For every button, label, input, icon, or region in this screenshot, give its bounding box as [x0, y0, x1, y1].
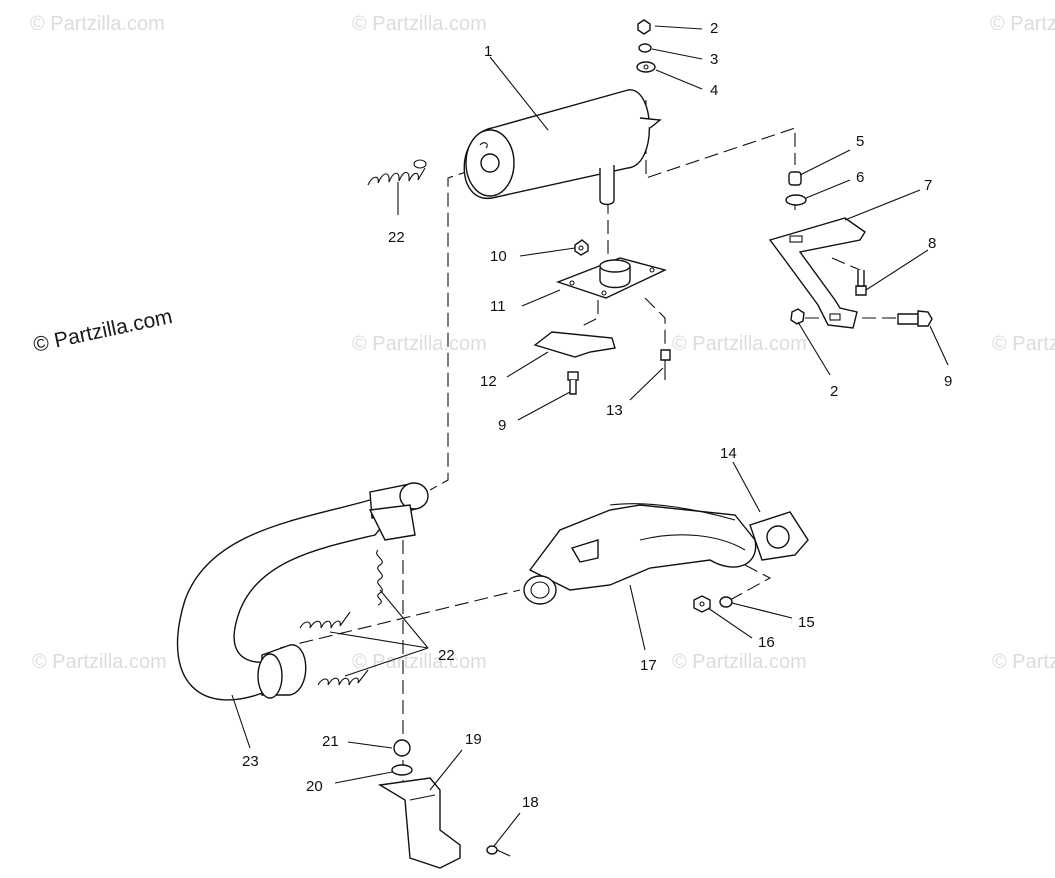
spring-22-upper — [299, 611, 351, 629]
callout-12: 12 — [480, 373, 497, 390]
callout-10: 10 — [490, 248, 507, 265]
callout-18: 18 — [522, 794, 539, 811]
callout-8: 8 — [928, 235, 936, 252]
callout-1: 1 — [484, 43, 492, 60]
watermark: © Partzilla.com — [992, 651, 1055, 673]
expansion-chamber — [176, 482, 429, 701]
callout-4: 4 — [710, 82, 718, 99]
gasket-14 — [749, 511, 809, 561]
watermark: © Partzilla.com — [352, 13, 487, 35]
callout-9: 9 — [944, 373, 952, 390]
watermark: © Partzilla.com — [352, 333, 487, 355]
assembly-lines — [279, 100, 898, 790]
callout-22: 22 — [438, 647, 455, 664]
callout-20: 20 — [306, 778, 323, 795]
bolt-9-right — [897, 310, 933, 327]
bracket-plate — [533, 331, 616, 358]
stud-13 — [660, 349, 671, 380]
spring-22-vertical — [376, 549, 383, 606]
watermark: © Partzilla.com — [992, 333, 1055, 355]
callout-17: 17 — [640, 657, 657, 674]
callout-16: 16 — [758, 634, 775, 651]
callout-2: 2 — [710, 20, 718, 37]
grommet-21 — [393, 739, 411, 757]
callout-21: 21 — [322, 733, 339, 750]
callouts: 1 2 3 4 5 6 7 8 2 9 10 11 12 13 9 22 14 … — [242, 20, 952, 811]
leader-lines — [231, 25, 949, 847]
pin-18 — [486, 845, 511, 857]
watermark: © Partzilla.com — [352, 651, 487, 673]
nut-2-right — [790, 308, 805, 325]
mount-plate — [555, 257, 668, 299]
watermark: © Partzilla.com — [32, 651, 167, 673]
callout-14: 14 — [720, 445, 737, 462]
callout-9: 9 — [498, 417, 506, 434]
muffler — [463, 89, 662, 206]
bracket-7 — [768, 217, 866, 329]
callout-11: 11 — [490, 298, 506, 315]
nut-10 — [574, 239, 589, 256]
spring-22-lower — [317, 669, 369, 686]
callout-5: 5 — [856, 133, 864, 150]
washer-20 — [391, 764, 413, 776]
watermark: © Partzilla.com — [990, 13, 1055, 35]
spring-22-top — [367, 159, 427, 186]
callout-7: 7 — [924, 177, 932, 194]
bolt-9-lower — [567, 371, 579, 395]
washer-15 — [719, 596, 733, 608]
hardware-stack-top — [636, 19, 656, 73]
watermark: © Partzilla.com — [672, 333, 807, 355]
watermark: © Partzilla.com — [672, 651, 807, 673]
callout-13: 13 — [606, 402, 623, 419]
callout-3: 3 — [710, 51, 718, 68]
callout-22: 22 — [388, 229, 405, 246]
bolt-8 — [855, 270, 867, 296]
callout-6: 6 — [856, 169, 864, 186]
grommet-5 — [788, 171, 802, 186]
watermarks: © Partzilla.com © Partzilla.com © Partzi… — [30, 13, 1055, 673]
callout-23: 23 — [242, 753, 259, 770]
exhaust-manifold — [523, 503, 757, 605]
brand-label: © Partzilla.com — [31, 305, 174, 357]
washer-6 — [785, 194, 807, 206]
bracket-19 — [377, 777, 461, 869]
callout-2: 2 — [830, 383, 838, 400]
watermark: © Partzilla.com — [30, 13, 165, 35]
callout-15: 15 — [798, 614, 815, 631]
nut-16 — [693, 595, 711, 613]
callout-19: 19 — [465, 731, 482, 748]
